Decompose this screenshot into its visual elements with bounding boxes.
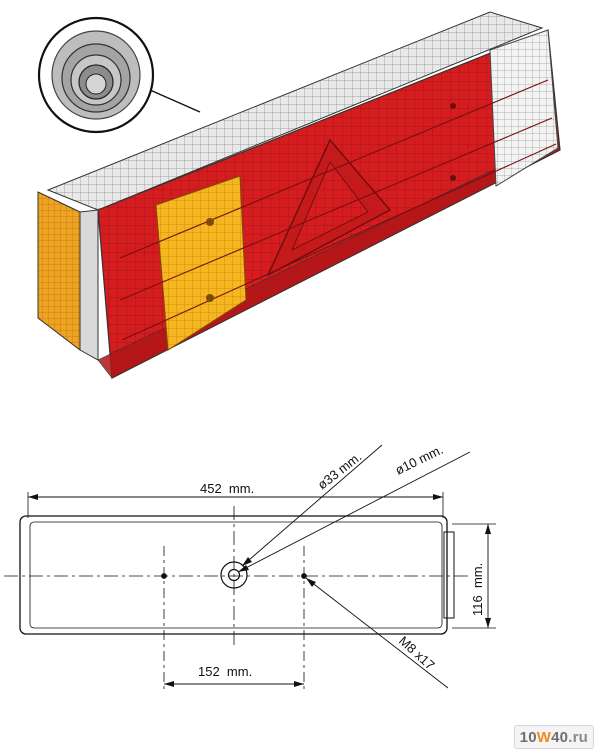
arrow: [433, 494, 443, 500]
arrow: [294, 681, 304, 687]
leader-m8: [305, 577, 449, 689]
lamp-top-face: [46, 11, 544, 211]
end-cap: [443, 531, 455, 619]
arrow: [28, 494, 38, 500]
screw: [450, 175, 456, 181]
lamp-illustration: [37, 11, 561, 379]
lens-grooves: [119, 79, 557, 341]
connector-outer-dia-label: ø33 mm.: [315, 449, 365, 492]
reverse-lamp-section: [489, 29, 559, 187]
lamp-outline-inner: [29, 521, 443, 629]
mount-hole-right: [301, 573, 307, 579]
overall-length-label: 452 mm.: [200, 481, 254, 496]
mount-spacing-label: 152 mm.: [198, 664, 252, 679]
watermark-part: .ru: [568, 728, 588, 746]
height-label: 116 mm.: [470, 563, 485, 616]
watermark-part: 10: [519, 728, 537, 746]
inset-leader: [149, 89, 201, 113]
side-reflector: [37, 191, 81, 352]
arrow: [485, 524, 491, 534]
technical-drawing: [4, 444, 496, 690]
housing-edge: [79, 209, 99, 361]
watermark-part: 40: [551, 728, 569, 746]
arrow: [164, 681, 174, 687]
triangle-reflector-inner: [290, 161, 369, 252]
connector-inner: [227, 568, 241, 582]
leader-dia33: [241, 444, 383, 567]
leader-dia10: [237, 451, 471, 573]
arrow: [238, 565, 249, 572]
turn-indicator-section: [155, 175, 247, 351]
lamp-outline: [19, 515, 448, 635]
watermark-part: W: [536, 728, 552, 746]
screw: [450, 103, 456, 109]
connector-inner-dia-label: ø10 mm.: [393, 442, 446, 478]
screw: [206, 294, 214, 302]
arrow: [242, 557, 252, 566]
connector-outer: [220, 561, 248, 589]
arrow: [306, 578, 316, 587]
screw: [206, 218, 214, 226]
mount-hole-left: [161, 573, 167, 579]
connector-inset: [37, 16, 155, 134]
arrow: [485, 618, 491, 628]
